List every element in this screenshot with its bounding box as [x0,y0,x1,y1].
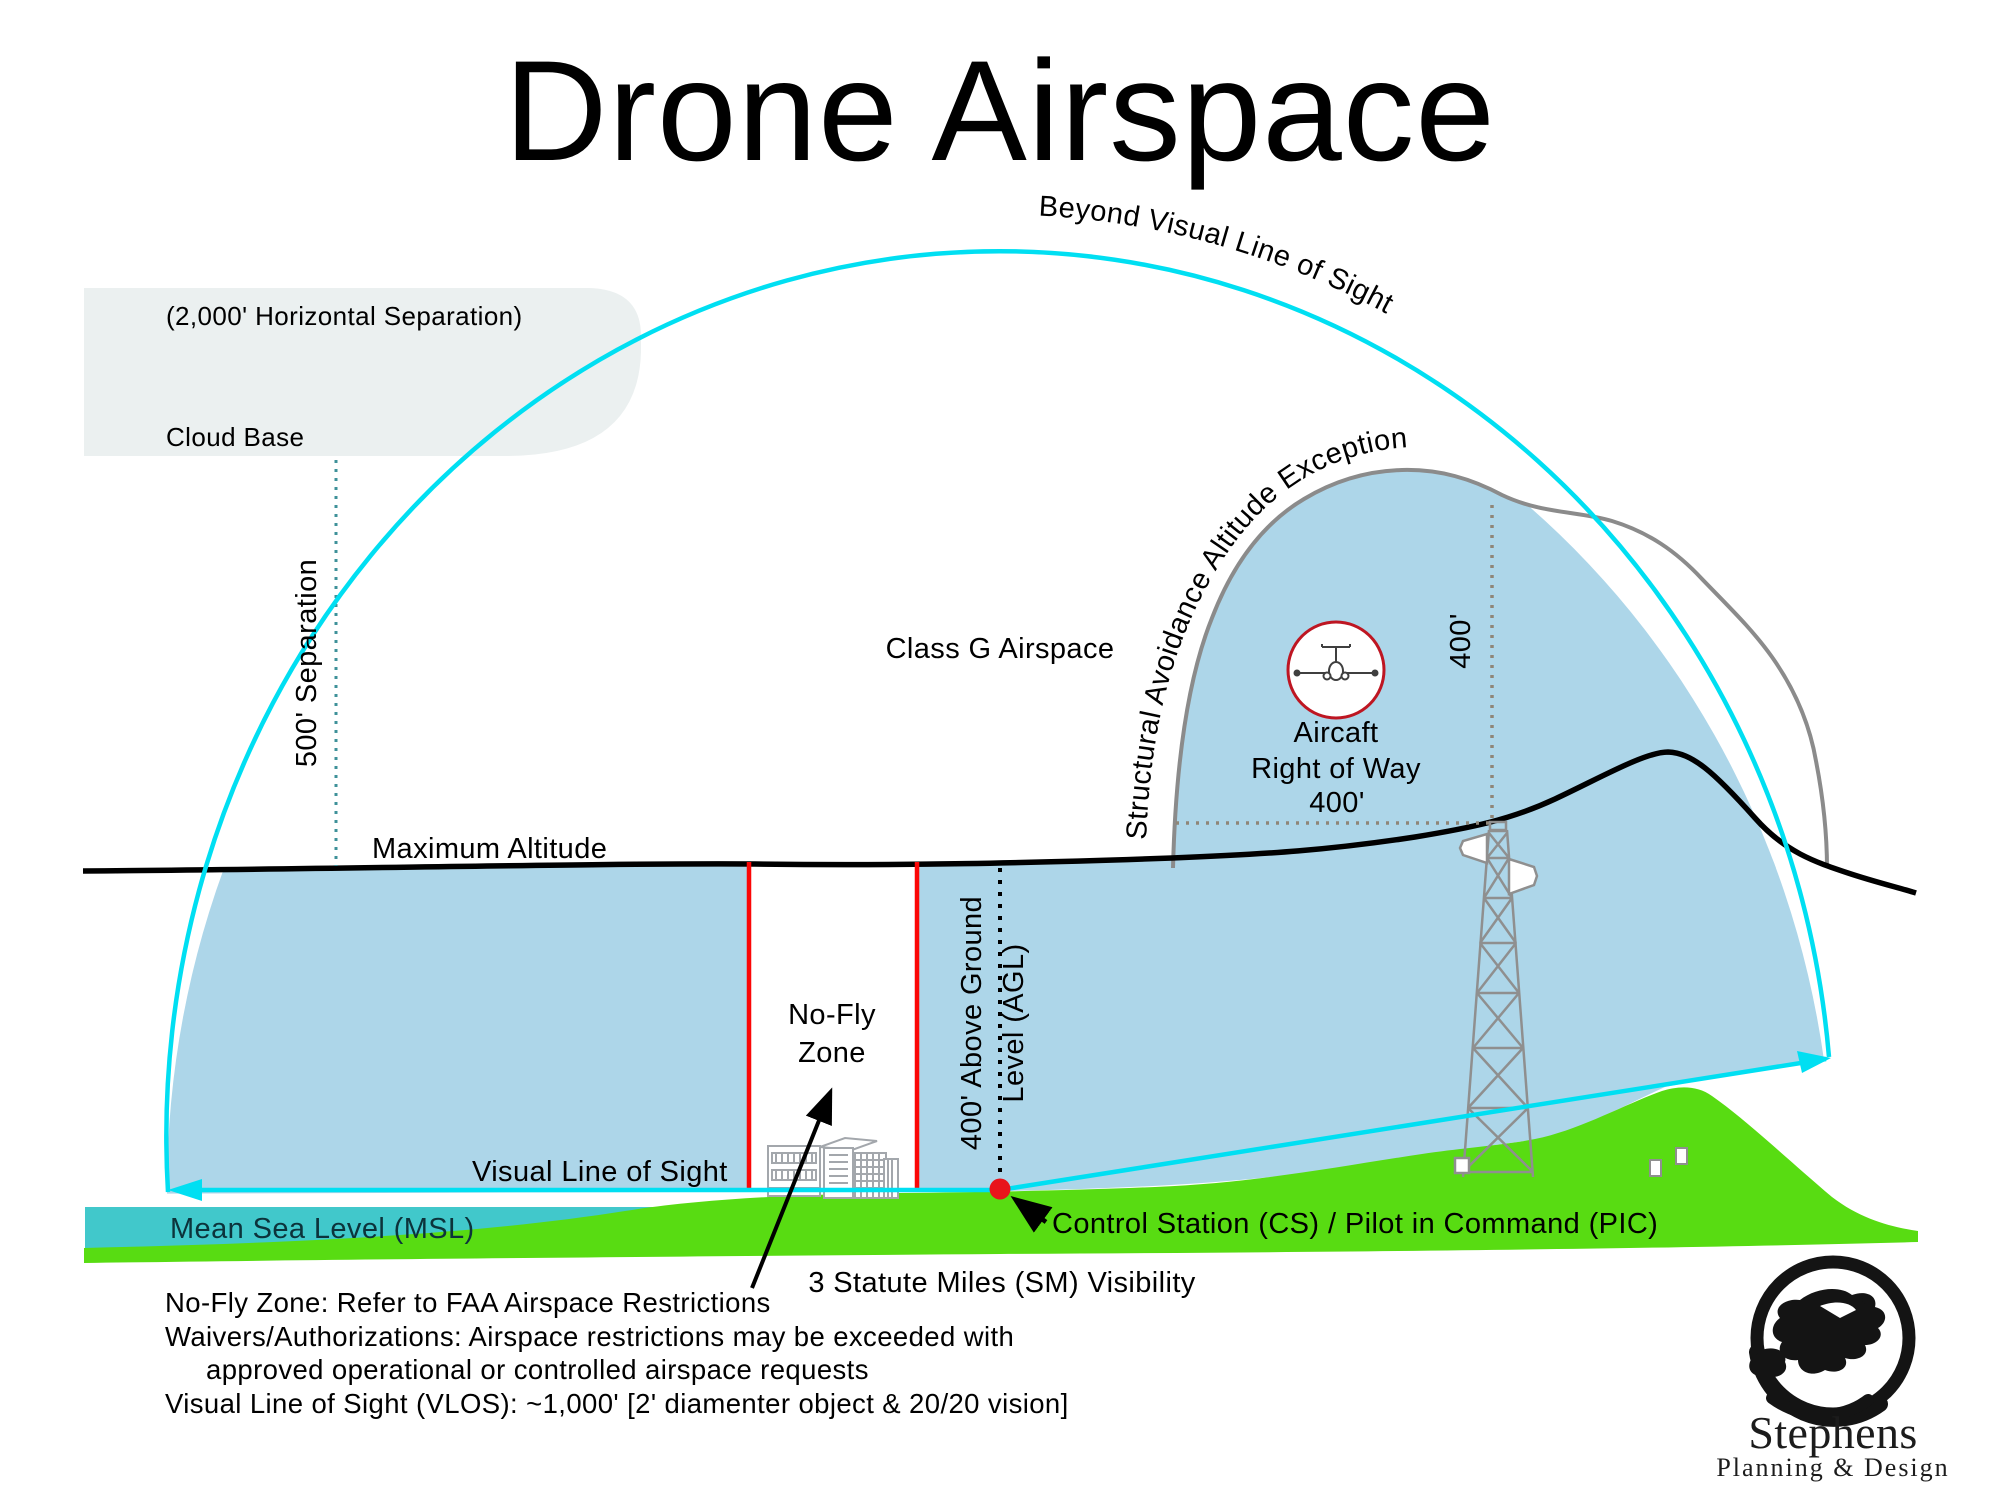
tower-anchor-blocks [1649,1147,1688,1177]
logo-tagline: Planning & Design [1716,1453,1949,1482]
structural-dome-arc [1171,467,1829,869]
logo-brush-tail [1766,1392,1874,1421]
cloud-base-label: Cloud Base [166,422,304,452]
cell-tower-icon [1453,820,1539,1178]
visibility-label: 3 Statute Miles (SM) Visibility [808,1267,1195,1299]
max-altitude-label: Maximum Altitude [372,833,607,865]
dome-height-label: 400' [1445,613,1477,669]
control-station-label: Control Station (CS) / Pilot in Command … [1052,1208,1658,1240]
agl-label-line2: Level (AGL) [998,943,1030,1102]
control-station-dot [989,1178,1011,1200]
agl-label-line1: 400' Above Ground [956,896,988,1150]
control-station-pointer-arrow [1010,1196,1053,1233]
airspace-fill-group [167,469,1833,1230]
vlos-arrowhead-left-icon [168,1179,202,1201]
note-line-4: Visual Line of Sight (VLOS): ~1,000' [2'… [165,1388,1069,1419]
note-line-3: approved operational or controlled airsp… [206,1354,869,1385]
horizontal-separation-label: (2,000' Horizontal Separation) [166,301,523,331]
aircraft-label-line2: Right of Way [1251,753,1421,785]
no-fly-pointer-arrow [750,1087,833,1289]
no-fly-label-line2: Zone [798,1037,866,1069]
airplane-icon [1293,644,1379,681]
logo: Stephens Planning & Design [1716,1255,1949,1482]
separation-500-label: 500' Separation [291,559,323,767]
note-line-1: No-Fly Zone: Refer to FAA Airspace Restr… [165,1287,771,1318]
vlos-label: Visual Line of Sight [472,1156,728,1188]
msl-label: Mean Sea Level (MSL) [170,1213,475,1245]
aircraft-label-line1: Aircaft [1294,717,1379,749]
dome-width-label: 400' [1309,787,1365,819]
terrain-green-hills [84,1087,1918,1263]
logo-globe-icon [1749,1288,1886,1378]
cloud-shape [84,288,641,456]
no-fly-label-line1: No-Fly [788,999,876,1031]
class-g-airspace-fill [167,858,1833,1230]
page-title: Drone Airspace [504,32,1496,191]
class-g-label: Class G Airspace [886,633,1115,665]
max-altitude-terrain-line [82,749,1917,896]
bvlos-dome-arc [164,248,1832,1193]
vlos-arrowhead-right-icon [1797,1051,1831,1073]
logo-name: Stephens [1748,1407,1917,1458]
note-line-2: Waivers/Authorizations: Airspace restric… [165,1321,1014,1352]
